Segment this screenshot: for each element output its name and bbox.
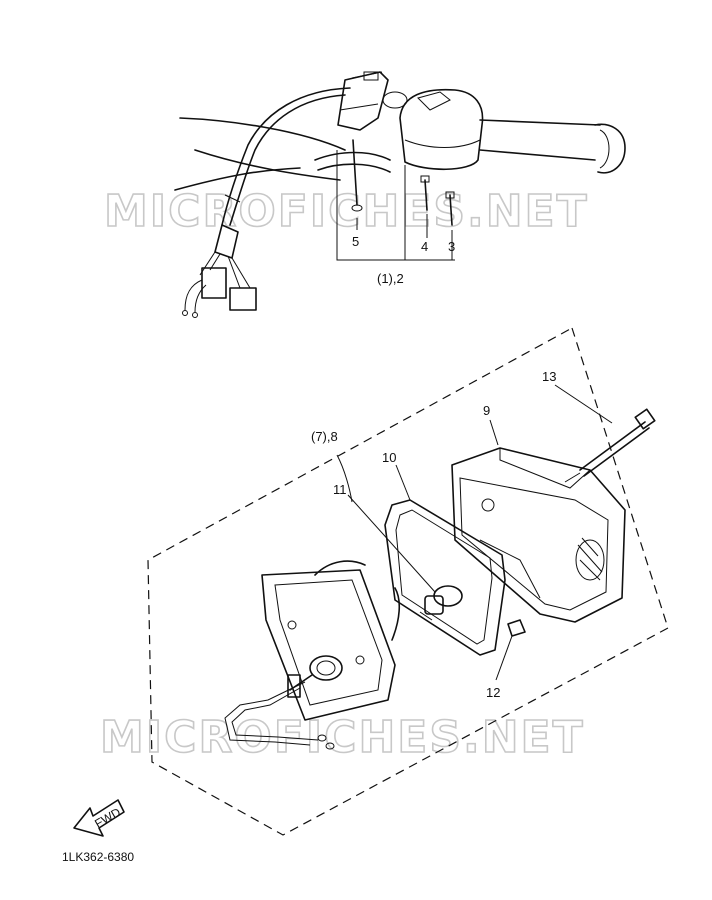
label-part-13: 13	[542, 369, 556, 384]
watermark-bottom: MICROFICHES.NET	[100, 712, 585, 763]
diagram-code: 1LK362-6380	[62, 850, 134, 864]
label-part-7-8: (7),8	[311, 429, 338, 444]
assembly-dashed-boundary	[147, 327, 669, 836]
label-part-5: 5	[352, 234, 359, 249]
label-part-9: 9	[483, 403, 490, 418]
watermark-top: MICROFICHES.NET	[104, 186, 589, 237]
forward-arrow-icon: FWD	[73, 799, 125, 837]
label-part-12: 12	[486, 685, 500, 700]
label-part-11: 11	[333, 482, 347, 497]
label-part-4: 4	[421, 239, 428, 254]
tail-light-assembly	[224, 384, 656, 750]
label-part-3: 3	[448, 239, 455, 254]
label-part-1-2: (1),2	[377, 271, 404, 286]
label-part-10: 10	[382, 450, 396, 465]
handlebar-switch-assembly	[174, 71, 626, 318]
fwd-label: FWD	[92, 805, 123, 831]
